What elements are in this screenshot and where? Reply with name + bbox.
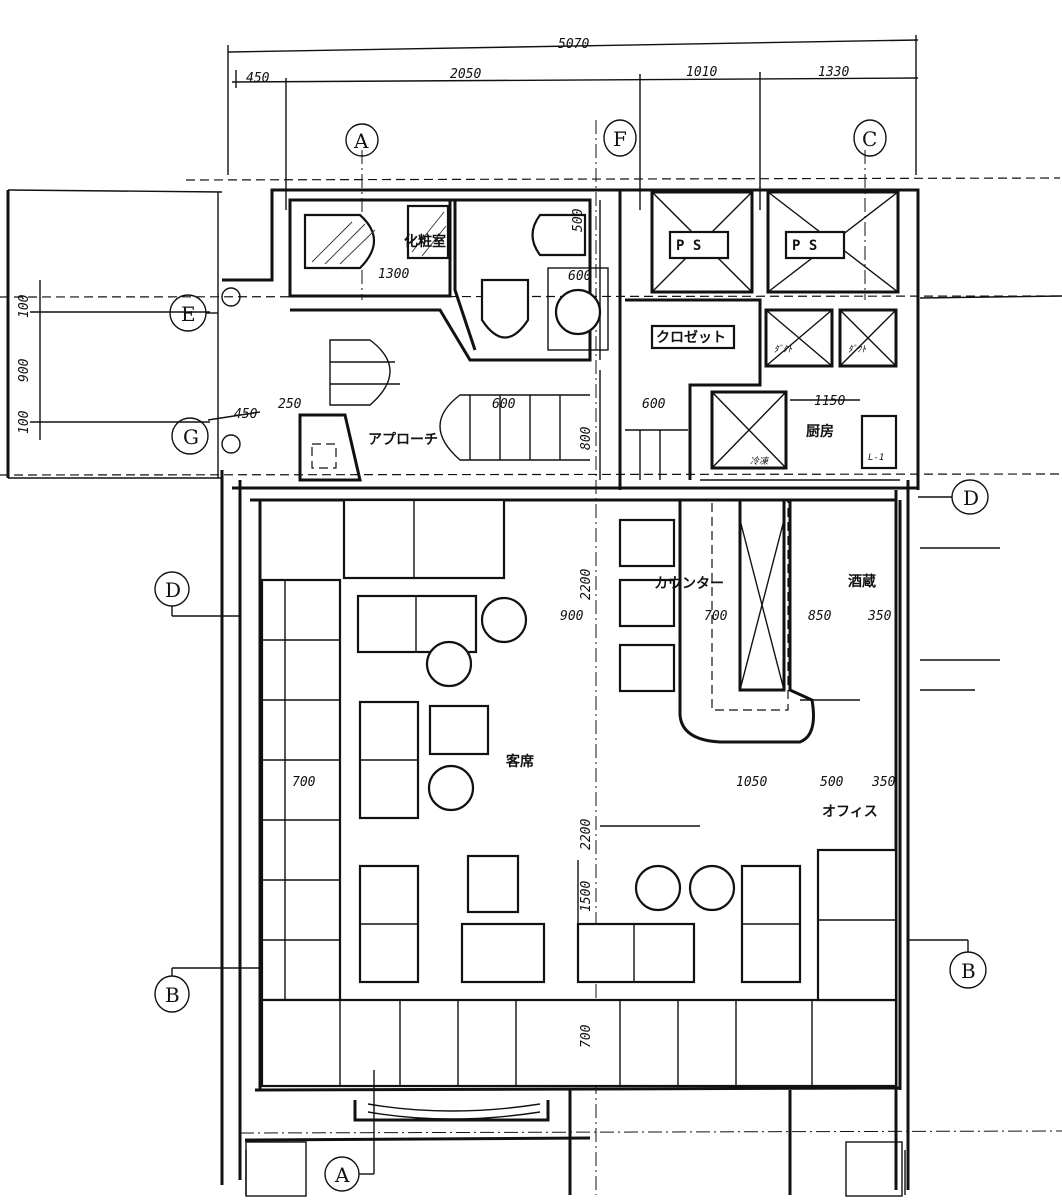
tag-l1: L-1 <box>868 453 884 463</box>
entrance <box>245 1090 903 1197</box>
tag-duct-1: ﾀﾞｸﾄ <box>774 344 793 355</box>
banquettes <box>260 498 898 1088</box>
column-g <box>221 434 241 454</box>
approach-stair <box>298 339 601 482</box>
top-dimension-lines <box>227 35 919 300</box>
tag-freezer: 冷凍 <box>750 456 770 467</box>
closet-kitchen-block <box>618 190 900 490</box>
room-approach: アプローチ <box>368 432 438 448</box>
grid-g-left: G <box>183 425 199 449</box>
tables-and-chairs <box>356 594 802 984</box>
grid-e-left: E <box>181 302 196 326</box>
dim-center-2200-lower: 2200 <box>579 819 594 850</box>
room-kitchen: 厨房 <box>806 423 834 440</box>
left-exterior <box>6 189 223 479</box>
dim-top-3: 1010 <box>686 65 717 80</box>
room-guest-seating: 客席 <box>505 753 534 770</box>
grid-d-right: D <box>963 486 979 510</box>
grid-b-right: B <box>961 959 976 983</box>
grid-c-top: C <box>862 127 877 151</box>
dim-seat-700-left: 700 <box>292 775 316 790</box>
dim-toilet-width: 1300 <box>378 267 409 282</box>
dim-top-4: 1330 <box>818 65 849 80</box>
grid-d-left: D <box>165 578 181 602</box>
grid-a-top: A <box>353 129 369 153</box>
room-ps-left: P S <box>676 238 701 254</box>
room-ps-right: P S <box>792 238 817 254</box>
room-counter: カウンター <box>654 576 724 592</box>
dim-left-upper: 100 <box>17 294 32 318</box>
dim-counter-350: 350 <box>867 609 892 624</box>
dim-stair-800: 800 <box>579 426 594 450</box>
room-powder-room: 化粧室 <box>404 233 446 250</box>
dim-left-middle: 900 <box>17 358 32 382</box>
dim-center-1500: 1500 <box>579 881 594 912</box>
dim-left-lower: 100 <box>17 410 32 434</box>
dim-bottom-700: 700 <box>579 1024 594 1048</box>
room-closet: クロゼット <box>656 329 726 346</box>
column-e <box>221 287 241 307</box>
dim-kitchen-1150: 1150 <box>814 394 845 409</box>
grid-a-bottom: A <box>334 1163 350 1187</box>
grid-markers <box>154 119 989 1192</box>
dim-top-1: 450 <box>246 71 270 86</box>
dim-floor-1050: 1050 <box>736 775 767 790</box>
toilet-block <box>288 198 609 362</box>
room-office: オフィス <box>822 804 878 820</box>
dim-counter-850: 850 <box>808 609 832 624</box>
dim-floor-350: 350 <box>871 775 896 790</box>
grid-b-left: B <box>165 983 180 1007</box>
tag-duct-2: ﾀﾞｸﾄ <box>848 344 867 355</box>
dim-left-250: 250 <box>278 397 302 412</box>
dim-overall-width: 5070 <box>558 37 589 52</box>
ps-shafts <box>650 190 900 294</box>
dim-closet-600: 600 <box>642 397 666 412</box>
dim-toilet-500: 500 <box>571 208 586 232</box>
dim-counter-700: 700 <box>704 609 728 624</box>
counter-bar <box>618 498 860 744</box>
dim-stair-600: 600 <box>492 397 516 412</box>
grid-f-top: F <box>613 127 627 151</box>
dim-top-2: 2050 <box>450 67 481 82</box>
right-margin-ticks <box>919 295 1062 691</box>
dim-toilet-600: 600 <box>568 269 592 284</box>
dim-floor-500: 500 <box>820 775 844 790</box>
room-wine-cellar: 酒蔵 <box>848 573 876 590</box>
dim-seat-900: 900 <box>560 609 584 624</box>
dim-center-2200: 2200 <box>579 569 594 600</box>
